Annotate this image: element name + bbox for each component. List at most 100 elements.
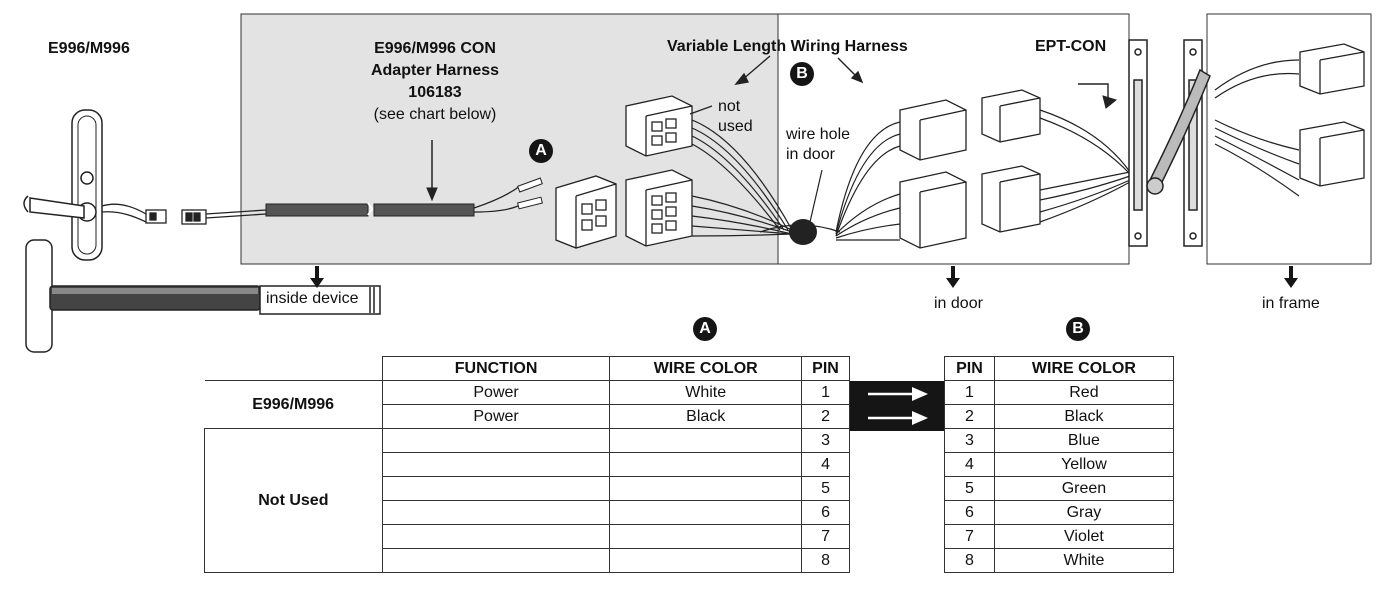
table-row: Not Used 3: [204, 428, 850, 573]
table-row: Power Black 2: [205, 404, 850, 429]
table-b-wire-color: Red: [993, 380, 1175, 405]
pigtail-connectors: [101, 203, 207, 225]
table-b-pin: 7: [944, 524, 995, 549]
table-b-pin: 8: [944, 548, 995, 573]
wire-hole-label-line2: in door: [786, 146, 835, 163]
adapter-label-line2: Adapter Harness: [370, 62, 500, 79]
inside-device-label: inside device: [266, 290, 359, 307]
table-a-header-row: FUNCTION WIRE COLOR PIN: [204, 356, 850, 381]
table-b-header-pin: PIN: [944, 356, 995, 381]
table-a-wire-color: Black: [609, 404, 803, 429]
table-a-header-wire-color: WIRE COLOR: [609, 356, 803, 381]
table-a-pin: 8: [801, 548, 850, 573]
badge-a-table: A: [693, 317, 717, 341]
table-a-function: Power: [381, 404, 611, 429]
wire-bundles: [691, 59, 1300, 241]
table-a-wire-color: [609, 428, 803, 453]
table-b-pin: 1: [944, 380, 995, 405]
table-a-pin: 7: [801, 524, 850, 549]
table-b-pin: 3: [944, 428, 995, 453]
table-a-wire-color: [609, 476, 803, 501]
table-a-wire-color: [609, 548, 803, 573]
table-a-corner: [204, 356, 383, 381]
wire-hole-grommet: [759, 169, 841, 245]
table-b-wire-color: Blue: [993, 428, 1175, 453]
arrow-right-icon: [912, 387, 928, 401]
table-a-group-label-e996: E996/M996: [204, 380, 383, 429]
table-b-wire-color: Green: [993, 476, 1175, 501]
down-arrow-inside-device: [310, 266, 324, 288]
in-frame-label: in frame: [1262, 295, 1320, 312]
table-a-function: [381, 500, 611, 525]
table-a-wire-color: White: [609, 380, 803, 405]
table-row: 5: [205, 476, 850, 501]
table-a-pin: 6: [801, 500, 850, 525]
wire-table-a: FUNCTION WIRE COLOR PIN E996/M996 Power …: [204, 356, 850, 573]
table-a-function: [381, 452, 611, 477]
arrow-right-icon: [912, 411, 928, 425]
table-b-wire-color: Black: [993, 404, 1175, 429]
table-b-pin: 2: [944, 404, 995, 429]
table-a-pin: 3: [801, 428, 850, 453]
badge-a-diagram: A: [529, 139, 553, 163]
not-used-leader: [689, 105, 713, 115]
table-b-wire-color: Violet: [993, 524, 1175, 549]
table-b-header-wire-color: WIRE COLOR: [993, 356, 1175, 381]
table-b-pin: 5: [944, 476, 995, 501]
adapter-label-line1: E996/M996 CON: [374, 40, 496, 57]
table-b-wire-color: Gray: [993, 500, 1175, 525]
wire-hole-label-line1: wire hole: [786, 126, 851, 143]
table-b-pin: 6: [944, 500, 995, 525]
lever-trim-illustration: [23, 109, 103, 261]
not-used-label-line2: used: [718, 118, 753, 135]
table-a-wire-color: [609, 452, 803, 477]
adapter-harness-cable: [205, 177, 543, 219]
badge-b-table: B: [1066, 317, 1090, 341]
table-a-function: [381, 524, 611, 549]
table-row: 7: [205, 524, 850, 549]
table-a-pin: 2: [801, 404, 850, 429]
table-a-function: [381, 548, 611, 573]
table-b-pin: 4: [944, 452, 995, 477]
adapter-part-number: 106183: [408, 84, 462, 101]
table-a-function: [381, 476, 611, 501]
table-a-header-pin: PIN: [801, 356, 850, 381]
pin-mapping-arrows: [850, 381, 944, 431]
table-row: 8: [205, 548, 850, 573]
table-a-wire-color: [609, 524, 803, 549]
table-row: E996/M996 Power White 1: [204, 380, 850, 429]
table-a-function: [381, 428, 611, 453]
table-a-function: Power: [381, 380, 611, 405]
table-b-wire-color: Yellow: [993, 452, 1175, 477]
adapter-chart-note: (see chart below): [373, 106, 497, 123]
in-door-label: in door: [934, 295, 983, 312]
variable-harness-label: Variable Length Wiring Harness: [667, 38, 908, 55]
table-a-wire-color: [609, 500, 803, 525]
down-arrow-in-door: [946, 266, 960, 288]
table-b-header-row: PIN WIRE COLOR: [944, 356, 1175, 381]
table-a-pin: 4: [801, 452, 850, 477]
variable-harness-arrows: [734, 55, 864, 85]
badge-b-diagram: B: [790, 62, 814, 86]
ept-con-label: EPT-CON: [1035, 38, 1107, 55]
adapter-pointer-arrow: [426, 140, 438, 202]
table-a-pin: 1: [801, 380, 850, 405]
table-a-group-label-not-used: Not Used: [204, 428, 383, 573]
device-model-label: E996/M996: [48, 40, 130, 57]
ept-pointer-arrow: [1078, 83, 1118, 109]
down-arrow-in-frame: [1284, 266, 1298, 288]
table-row: 4: [205, 452, 850, 477]
table-a-pin: 5: [801, 476, 850, 501]
ept-transfer-device: [1128, 39, 1211, 247]
exit-device-illustration: [25, 239, 381, 353]
